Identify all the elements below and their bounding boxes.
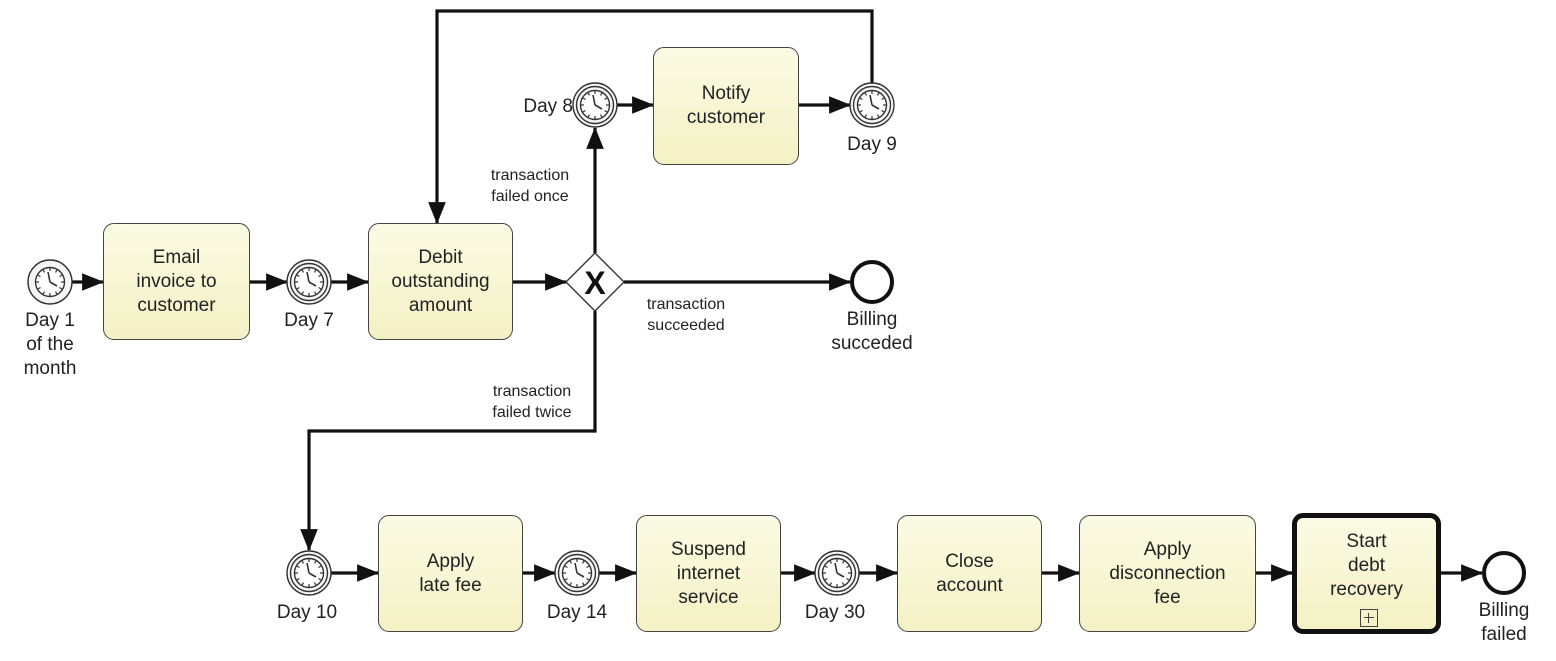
task-close-account[interactable]: Close account	[897, 515, 1042, 632]
exclusive-gateway: X	[565, 252, 625, 312]
timer-day30-icon	[814, 550, 860, 596]
gateway-x-icon: X	[584, 265, 606, 301]
timer-day8-label: Day 8	[523, 96, 573, 117]
timer-day7-label: Day 7	[284, 310, 334, 331]
task-apply-disconnection-fee-label: Apply disconnection fee	[1109, 538, 1226, 608]
task-apply-late-fee-label: Apply late fee	[419, 550, 482, 596]
end-event-failed-icon	[1482, 551, 1526, 595]
flow-label-failed-once: transaction failed once	[490, 167, 570, 205]
task-apply-late-fee[interactable]: Apply late fee	[378, 515, 523, 632]
timer-day8-icon	[572, 82, 618, 128]
task-close-account-label: Close account	[936, 550, 1003, 596]
sequence-flows	[72, 9, 1484, 582]
flow-label-succeeded: transaction succeeded	[646, 296, 726, 334]
timer-day9-label: Day 9	[847, 134, 897, 155]
timer-day30-label: Day 30	[804, 602, 866, 623]
timer-day10-icon	[286, 550, 332, 596]
start-timer-icon	[27, 259, 73, 305]
task-email-invoice[interactable]: Email invoice to customer	[103, 223, 250, 340]
timer-day14-icon	[554, 550, 600, 596]
flow-label-failed-twice: transaction failed twice	[492, 383, 572, 421]
subprocess-start-debt-recovery[interactable]: Start debt recovery	[1292, 513, 1441, 634]
task-notify-customer-label: Notify customer	[686, 83, 766, 128]
task-debit-outstanding-label: Debit outstanding amount	[391, 246, 490, 316]
task-apply-disconnection-fee[interactable]: Apply disconnection fee	[1079, 515, 1256, 632]
end-event-failed-label: Billing failed	[1478, 600, 1530, 645]
timer-day7-icon	[286, 259, 332, 305]
end-event-success-label: Billing succeded	[831, 309, 913, 354]
task-suspend-service-label: Suspend internet service	[670, 538, 746, 608]
collapsed-subprocess-plus-icon[interactable]	[1360, 609, 1378, 627]
end-event-success-icon	[850, 260, 894, 304]
task-email-invoice-label: Email invoice to customer	[136, 246, 217, 316]
task-debit-outstanding[interactable]: Debit outstanding amount	[368, 223, 513, 340]
subprocess-start-debt-recovery-label: Start debt recovery	[1330, 530, 1403, 600]
flow-day9-back-to-debit	[428, 9, 874, 225]
task-suspend-service[interactable]: Suspend internet service	[636, 515, 781, 632]
flow-failed-twice	[300, 311, 597, 552]
task-notify-customer[interactable]: Notify customer	[653, 47, 799, 165]
timer-day10-label: Day 10	[276, 602, 338, 623]
timer-day14-label: Day 14	[546, 602, 608, 623]
start-event-label: Day 1 of the month	[23, 310, 77, 379]
timer-day9-icon	[849, 82, 895, 128]
